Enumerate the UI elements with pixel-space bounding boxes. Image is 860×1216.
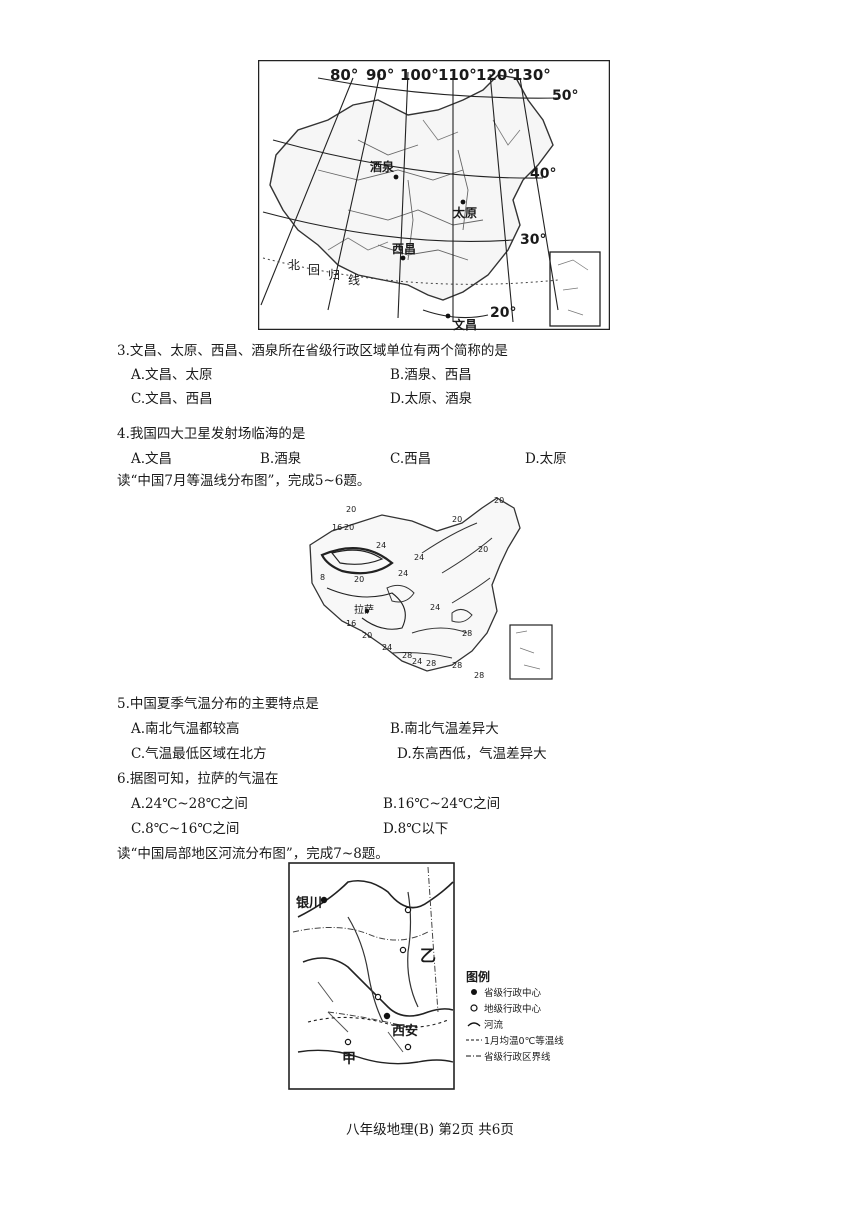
intro-questions-7-8: 读“中国局部地区河流分布图”，完成7~8题。 (117, 846, 389, 862)
map-china-latlon-svg (258, 60, 610, 330)
isotherm-label: 28 (452, 661, 463, 670)
isotherm-label: 24 (376, 541, 387, 550)
isotherm-label: 24 (382, 643, 393, 652)
tropic-label: 归 (328, 268, 341, 282)
isotherm-label: 20 (346, 505, 357, 514)
isotherm-label: 20 (354, 575, 365, 584)
isotherm-label: 24 (414, 553, 425, 562)
isotherm-label: 16 (332, 523, 343, 532)
question-6-option-b: B.16℃~24℃之间 (383, 796, 501, 812)
tropic-label: 北 (288, 258, 301, 272)
city-label-yinchuan: 银川 (296, 896, 323, 911)
question-4-option-c: C.西昌 (390, 451, 432, 467)
map-china-latlon: 80° 90° 100° 110° 120° 130° 50° 40° 30° … (258, 60, 610, 332)
legend-title: 图例 (466, 970, 491, 984)
city-label-xichang: 西昌 (392, 242, 417, 256)
isotherm-label: 8 (320, 573, 326, 582)
question-6-option-a: A.24℃~28℃之间 (131, 796, 248, 812)
isotherm-label: 20 (452, 515, 463, 524)
isotherm-label: 20 (362, 631, 373, 640)
question-5-option-b: B.南北气温差异大 (390, 721, 499, 737)
question-6-option-c: C.8℃~16℃之间 (131, 821, 240, 837)
question-4-option-a: A.文昌 (131, 451, 173, 467)
isotherm-label: 28 (462, 629, 473, 638)
isotherm-label: 20 (478, 545, 489, 554)
marker-yi: 乙 (420, 946, 437, 965)
legend-item: 河流 (484, 1020, 504, 1031)
intro-questions-5-6: 读“中国7月等温线分布图”，完成5~6题。 (117, 473, 371, 489)
page-footer: 八年级地理(B) 第2页 共6页 (346, 1122, 514, 1138)
isotherm-label: 20 (494, 496, 505, 505)
question-3-option-a: A.文昌、太原 (131, 367, 213, 383)
lat-label: 30° (520, 232, 547, 248)
isotherm-label: 28 (474, 671, 485, 680)
map-july-isotherms: 拉萨 20 20 20 16 20 24 24 20 24 8 20 24 16… (302, 493, 560, 685)
question-3-option-d: D.太原、酒泉 (390, 391, 473, 407)
question-4-stem: 4.我国四大卫星发射场临海的是 (117, 426, 306, 442)
question-3-option-b: B.酒泉、西昌 (390, 367, 472, 383)
question-4-option-b: B.酒泉 (260, 451, 302, 467)
city-label-lhasa: 拉萨 (354, 605, 374, 616)
question-3-stem: 3.文昌、太原、西昌、酒泉所在省级行政区域单位有两个简称的是 (117, 343, 508, 359)
lon-label: 90° (366, 66, 395, 84)
lon-label: 130° (512, 66, 551, 84)
lat-label: 50° (552, 88, 579, 104)
legend-item: 省级行政中心 (484, 988, 542, 999)
lon-label: 100° (400, 66, 439, 84)
isotherm-label: 16 (346, 619, 357, 628)
tropic-label: 回 (308, 263, 321, 277)
lon-label: 80° (330, 66, 359, 84)
legend-item: 省级行政区界线 (484, 1052, 551, 1063)
lat-label: 40° (530, 166, 557, 182)
lon-label: 120° (476, 66, 515, 84)
lon-label: 110° (438, 66, 477, 84)
tropic-label: 线 (348, 273, 361, 287)
city-label-wenchang: 文昌 (453, 318, 478, 332)
isotherm-label: 28 (426, 659, 437, 668)
map-river-distribution: 银川 西安 乙 甲 图例 省级行政中心 地级行政中心 河流 1月均温0℃等温线 … (288, 862, 576, 1092)
isotherm-label: 24 (412, 657, 423, 666)
isotherm-label: 28 (402, 651, 413, 660)
question-5-option-d: D.东高西低，气温差异大 (397, 746, 547, 762)
isotherm-label: 24 (430, 603, 441, 612)
question-5-option-a: A.南北气温都较高 (131, 721, 240, 737)
isotherm-label: 24 (398, 569, 409, 578)
legend-item: 地级行政中心 (484, 1004, 542, 1015)
question-5-option-c: C.气温最低区域在北方 (131, 746, 267, 762)
question-6-option-d: D.8℃以下 (383, 821, 449, 837)
city-label-xian: 西安 (392, 1024, 419, 1039)
lat-label: 20° (490, 305, 517, 321)
legend-item: 1月均温0℃等温线 (484, 1036, 564, 1047)
isotherm-label: 20 (344, 523, 355, 532)
question-5-stem: 5.中国夏季气温分布的主要特点是 (117, 696, 319, 712)
city-label-jiuquan: 酒泉 (370, 160, 395, 174)
question-3-option-c: C.文昌、西昌 (131, 391, 213, 407)
question-6-stem: 6.据图可知，拉萨的气温在 (117, 771, 279, 787)
marker-jia: 甲 (342, 1051, 356, 1067)
city-label-taiyuan: 太原 (453, 206, 478, 220)
map-river-distribution-svg (288, 862, 482, 1090)
map-july-isotherms-svg (309, 497, 553, 680)
question-4-option-d: D.太原 (525, 451, 567, 467)
